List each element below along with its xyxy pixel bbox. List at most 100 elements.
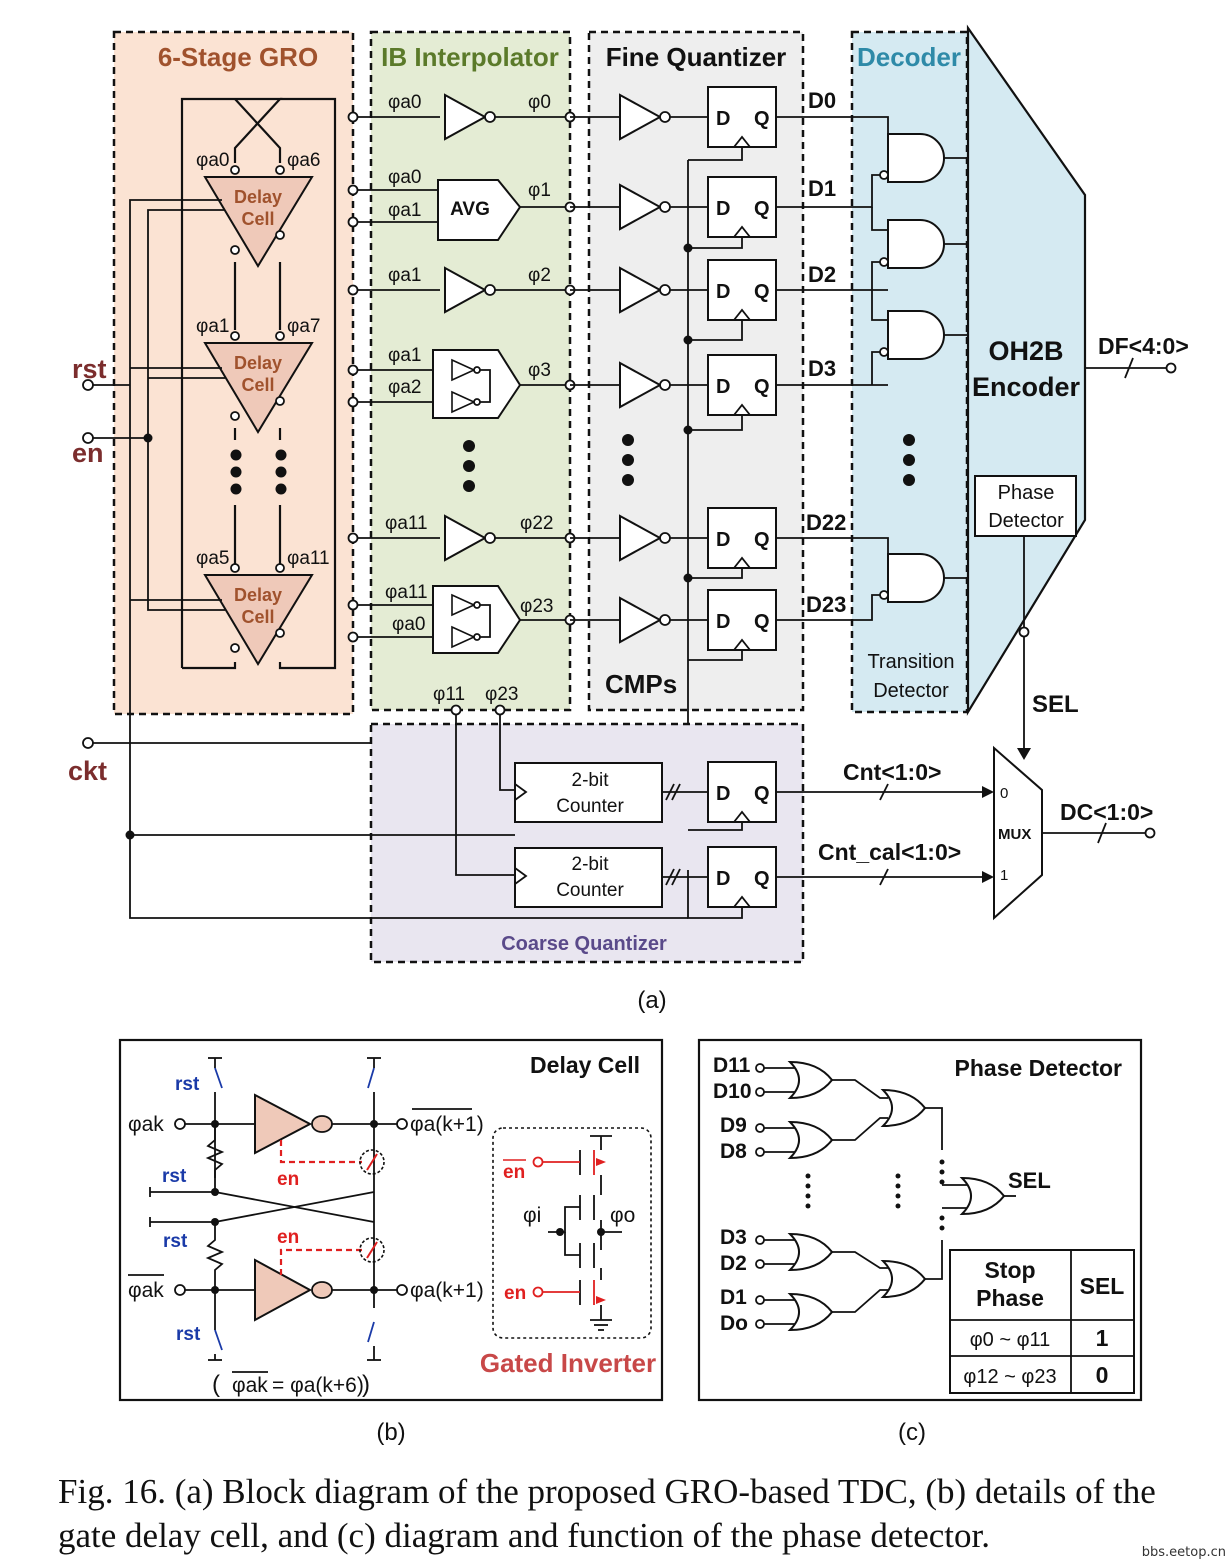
panel-b-label: (b) — [376, 1419, 405, 1446]
svg-text:rst: rst — [175, 1074, 200, 1095]
sel-table: Stop Phase SEL φ0 ~ φ11 1 φ12 ~ φ23 0 — [949, 1249, 1135, 1394]
svg-text:φa(k+1): φa(k+1) — [410, 1279, 484, 1302]
svg-text:0: 0 — [1000, 785, 1008, 802]
svg-text:Cell: Cell — [241, 209, 274, 229]
svg-text:D0: D0 — [808, 88, 836, 113]
figure-caption: Fig. 16. (a) Block diagram of the propos… — [58, 1472, 1156, 1555]
svg-text:φa11: φa11 — [385, 582, 428, 603]
oh2b-encoder: OH2B Encoder Phase Detector SEL DF<4:0> — [966, 24, 1189, 760]
delay-cell-3: Delay Cell φa5 φa11 — [196, 548, 330, 666]
svg-text:OH2B: OH2B — [988, 336, 1063, 366]
svg-text:φa6: φa6 — [287, 150, 320, 171]
panel-b: Delay Cell rst rst rst rst — [118, 1038, 664, 1446]
svg-text:en: en — [277, 1169, 299, 1190]
svg-text:φa11: φa11 — [385, 513, 428, 534]
coarse-quantizer-block: Coarse Quantizer 2-bit Counter 2-bit Cou… — [125, 600, 1156, 964]
input-en: en — [72, 432, 148, 468]
svg-text:φa1: φa1 — [388, 265, 421, 286]
svg-text:φa1: φa1 — [388, 345, 421, 366]
svg-text:Detector: Detector — [873, 680, 949, 702]
svg-text:D1: D1 — [808, 176, 836, 201]
svg-text:AVG: AVG — [450, 199, 490, 220]
svg-text:φak: φak — [232, 1374, 268, 1397]
svg-text:= φa(k+6): = φa(k+6) — [272, 1374, 364, 1397]
svg-text:φo: φo — [610, 1204, 635, 1227]
svg-text:φ1: φ1 — [528, 180, 551, 201]
svg-text:Delay: Delay — [234, 353, 282, 373]
svg-text:φa0: φa0 — [392, 614, 425, 635]
panel-c-label: (c) — [898, 1419, 926, 1446]
cmps-label: CMPs — [605, 669, 677, 699]
svg-text:Delay Cell: Delay Cell — [530, 1052, 640, 1078]
svg-text:2-bit: 2-bit — [572, 770, 610, 791]
gated-inverter: en φi φo en Gated Inverter — [480, 1127, 656, 1378]
coarse-title: Coarse Quantizer — [501, 933, 667, 955]
svg-text:Delay: Delay — [234, 187, 282, 207]
svg-text:rst: rst — [176, 1324, 201, 1345]
decoder-title: Decoder — [857, 42, 961, 72]
delay-cell-1: Delay Cell φa0 φa6 — [196, 150, 320, 268]
svg-text:D3: D3 — [808, 356, 836, 381]
svg-text:0: 0 — [1096, 1362, 1109, 1388]
panel-a: 6-Stage GRO Delay Cell φa0 φa6 — [68, 24, 1189, 1014]
svg-text:φ11: φ11 — [433, 684, 465, 705]
svg-text:): ) — [362, 1371, 370, 1398]
svg-text:D8: D8 — [720, 1140, 747, 1163]
watermark: bbs.eetop.cn — [1141, 1545, 1226, 1560]
svg-text:rst: rst — [72, 354, 107, 384]
svg-text:SEL: SEL — [1080, 1273, 1125, 1299]
svg-text:Counter: Counter — [556, 880, 624, 901]
svg-text:Gated Inverter: Gated Inverter — [480, 1348, 656, 1378]
ib-interpolator-block: IB Interpolator φa0 φ0 AVG φa0 φa1 φ1 φa… — [347, 30, 576, 716]
svg-text:Delay: Delay — [234, 585, 282, 605]
svg-text:φ23: φ23 — [520, 596, 553, 617]
svg-text:φak: φak — [128, 1279, 164, 1302]
svg-text:Cnt<1:0>: Cnt<1:0> — [843, 759, 941, 785]
svg-text:Transition: Transition — [867, 651, 954, 673]
svg-text:Stop: Stop — [984, 1257, 1035, 1283]
svg-text:D22: D22 — [806, 510, 846, 535]
svg-text:φa5: φa5 — [196, 548, 229, 569]
svg-text:Phase Detector: Phase Detector — [955, 1055, 1123, 1081]
svg-text:D2: D2 — [808, 262, 836, 287]
svg-text:D2: D2 — [720, 1252, 747, 1275]
svg-text:φ3: φ3 — [528, 360, 551, 381]
svg-text:1: 1 — [1000, 867, 1008, 884]
svg-text:φak: φak — [128, 1113, 164, 1136]
svg-text:φ23: φ23 — [485, 684, 518, 705]
svg-text:φ22: φ22 — [520, 513, 553, 534]
svg-text:Detector: Detector — [988, 510, 1064, 532]
svg-text:φi: φi — [523, 1204, 541, 1227]
svg-text:φa1: φa1 — [388, 200, 421, 221]
svg-text:φ0 ~ φ11: φ0 ~ φ11 — [970, 1329, 1051, 1351]
fine-quantizer-block: Fine Quantizer CMPs — [570, 30, 805, 870]
svg-text:Phase: Phase — [976, 1285, 1044, 1311]
svg-text:rst: rst — [163, 1231, 188, 1252]
svg-text:DF<4:0>: DF<4:0> — [1098, 333, 1189, 359]
svg-text:Cnt_cal<1:0>: Cnt_cal<1:0> — [818, 839, 961, 865]
svg-text:rst: rst — [162, 1166, 187, 1187]
svg-text:D9: D9 — [720, 1114, 747, 1137]
decoder-block: Decoder Transition Detector D0 D1 D2 D3 … — [776, 30, 969, 714]
svg-text:φa7: φa7 — [287, 316, 320, 337]
gro-title: 6-Stage GRO — [158, 42, 318, 72]
svg-text:Encoder: Encoder — [972, 372, 1081, 402]
panel-a-label: (a) — [637, 987, 666, 1014]
svg-text:φ2: φ2 — [528, 265, 551, 286]
panel-c: Phase Detector D11 D10 D9 D8 D3 D2 D1 Do… — [697, 1038, 1143, 1446]
svg-text:φa1: φa1 — [196, 316, 229, 337]
svg-text:φa0: φa0 — [196, 150, 229, 171]
svg-text:2-bit: 2-bit — [572, 854, 610, 875]
gro-block: 6-Stage GRO Delay Cell φa0 φa6 — [112, 30, 355, 716]
svg-text:D11: D11 — [713, 1054, 751, 1077]
delay-cell-2: Delay Cell φa1 φa7 — [196, 316, 320, 434]
svg-text:D3: D3 — [720, 1226, 747, 1249]
svg-text:φa0: φa0 — [388, 167, 421, 188]
svg-text:en: en — [504, 1283, 526, 1304]
svg-text:1: 1 — [1096, 1325, 1109, 1351]
svg-text:D10: D10 — [713, 1080, 752, 1103]
svg-text:Phase: Phase — [998, 482, 1055, 504]
svg-text:en: en — [503, 1162, 525, 1183]
fine-title: Fine Quantizer — [606, 42, 787, 72]
svg-text:DC<1:0>: DC<1:0> — [1060, 799, 1153, 825]
